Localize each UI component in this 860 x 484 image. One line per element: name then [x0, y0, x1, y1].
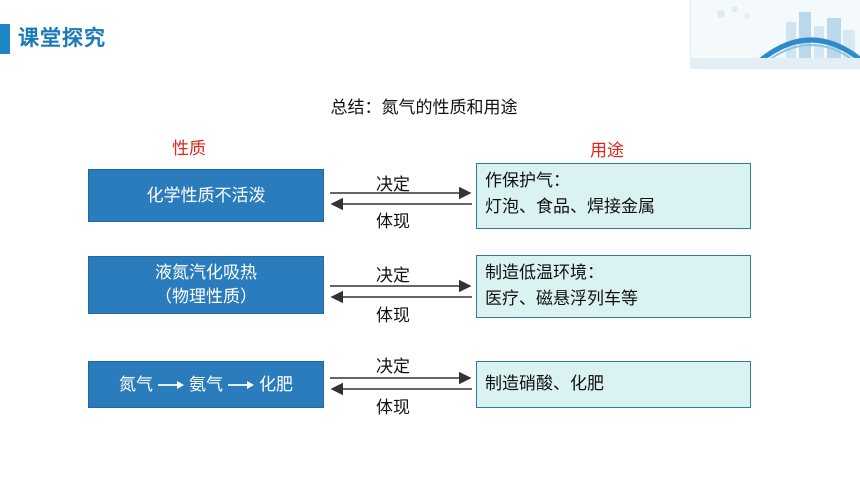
- property-box-liquid-nitrogen: 液氮汽化吸热 （物理性质）: [88, 256, 324, 314]
- summary-title: 总结：氮气的性质和用途: [330, 98, 518, 118]
- forward-label: 决定: [376, 175, 410, 195]
- arrow-pair-row-3: [330, 371, 472, 396]
- usage-box-nitric-acid: 制造硝酸、化肥: [476, 361, 751, 408]
- right-arrow-icon: [228, 380, 254, 389]
- backward-label: 体现: [376, 306, 410, 326]
- backward-label: 体现: [376, 398, 410, 418]
- flow-step: 氨气: [189, 374, 223, 395]
- forward-label: 决定: [376, 357, 410, 377]
- conversion-flow: 氮气 氨气 化肥: [119, 373, 293, 397]
- backward-label: 体现: [376, 212, 410, 232]
- usage-line: 灯泡、食品、焊接金属: [485, 197, 655, 217]
- property-line: 液氮汽化吸热: [155, 263, 257, 283]
- property-line: （物理性质）: [155, 287, 257, 307]
- right-arrow-icon: [158, 380, 184, 389]
- usage-line: 医疗、磁悬浮列车等: [485, 289, 638, 309]
- flow-step: 化肥: [259, 374, 293, 395]
- flow-step: 氮气: [119, 374, 153, 395]
- usage-line: 作保护气：: [485, 171, 570, 191]
- city-banner-image: [690, 0, 860, 69]
- forward-label: 决定: [376, 266, 410, 286]
- header-accent-bar: [0, 24, 10, 54]
- usage-column-label: 用途: [590, 141, 624, 161]
- property-column-label: 性质: [172, 139, 206, 159]
- usage-line: 制造低温环境：: [485, 263, 604, 283]
- property-box-chemical-inert: 化学性质不活泼: [88, 169, 324, 222]
- property-box-conversion-flow: 氮气 氨气 化肥: [88, 361, 324, 408]
- usage-line: 制造硝酸、化肥: [485, 374, 604, 394]
- arrow-pair-row-2: [330, 279, 472, 304]
- usage-box-low-temperature: 制造低温环境： 医疗、磁悬浮列车等: [476, 255, 751, 318]
- property-line: 化学性质不活泼: [146, 185, 266, 206]
- usage-box-protective-gas: 作保护气： 灯泡、食品、焊接金属: [476, 163, 751, 229]
- section-title: 课堂探究: [18, 26, 106, 50]
